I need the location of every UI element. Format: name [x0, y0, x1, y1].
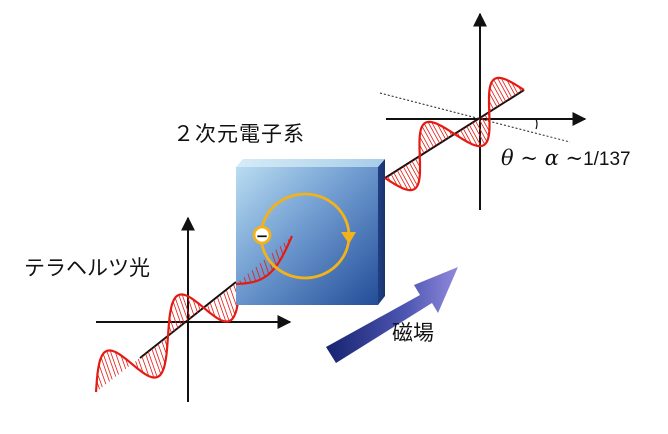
rotated-polarization-line [379, 92, 571, 143]
transmitted-wave-hatch-line [488, 92, 498, 108]
transmitted-wave-hatch-line [500, 77, 513, 98]
magnetic-field-arrow-shape [326, 267, 458, 363]
incident-wave-hatch-line [141, 356, 150, 377]
transmitted-wave-hatch-line [431, 121, 443, 142]
incident-wave-hatch-line [109, 350, 119, 375]
magnetic-field-label: 磁場 [392, 321, 434, 345]
incident-wave-hatch-line [102, 353, 113, 380]
transmitted-wave-hatch-line [408, 162, 420, 181]
sample-wave-hatch-line [279, 246, 284, 256]
transmitted-wave-hatch-line [423, 123, 437, 146]
transmitted-wave-hatch-line [462, 128, 473, 145]
transmitted-wave-hatch-line [472, 122, 486, 145]
transmitted-wave-hatch-line [402, 166, 416, 189]
incident-terahertz-wave [94, 279, 242, 393]
sample-wave-hatch-line [247, 273, 252, 283]
incident-wave-hatch-line [147, 351, 158, 378]
sample-wave-hatch-line [255, 266, 261, 280]
transmitted-wave-curve [384, 76, 525, 192]
transmitted-wave-hatch-line [506, 79, 516, 96]
sample-wave-hatch-line [251, 270, 257, 282]
incident-wave-hatch-line [213, 300, 222, 321]
incident-axes [96, 216, 292, 402]
transmitted-wave-hatch-line [393, 172, 403, 189]
transmitted-wave-hatch-line [411, 160, 421, 176]
transmitted-wave-hatch-line [466, 126, 478, 147]
transmitted-wave-hatch-line [421, 126, 434, 148]
electron-circle [252, 225, 272, 245]
theta-symbol: θ [501, 146, 514, 170]
transmitted-wave-hatch-line [436, 123, 447, 140]
rotation-angle-arc [535, 118, 538, 130]
incident-wave-hatch-line [209, 302, 216, 317]
incident-wave-hatch-line [157, 343, 166, 364]
transmitted-wave-hatch-line [493, 79, 507, 102]
incident-wave-hatch-line [114, 351, 123, 372]
sample-wave-hatch-line [259, 263, 266, 278]
incident-wave-hatch-line [192, 299, 199, 314]
transmitted-wave-hatch-line [420, 131, 431, 150]
electron-marker: − [252, 225, 272, 245]
transmitted-wave-hatch-line [489, 87, 501, 106]
sample-wave-curve [236, 235, 293, 286]
transmitted-wave-hatch-line [491, 82, 504, 104]
alpha-symbol: α [544, 146, 559, 170]
incident-wave-hatch-line [145, 353, 155, 378]
incident-wave-hatch-line [174, 297, 185, 324]
fine-structure-value: 1/137 [583, 149, 631, 170]
transmitted-wave-hatch-line [396, 170, 409, 191]
incident-wave-hatch-line [154, 346, 164, 371]
incident-wave-hatch-line [223, 292, 234, 319]
tilde-1: ~ [513, 146, 545, 170]
transmitted-wave-hatch-line [460, 130, 468, 142]
incident-wave-hatch-line [178, 294, 189, 321]
incident-wave-curve [94, 279, 242, 393]
rotation-angle-label: θ ~ α ~1/137 [501, 146, 631, 170]
magnetic-field-arrow [326, 267, 458, 363]
electron-icon: − [256, 227, 269, 245]
transmitted-wave-hatch-line [511, 82, 519, 94]
incident-wave-hatch-line [98, 364, 107, 385]
two-dim-electron-system-label: ２次元電子系 [173, 122, 305, 146]
incident-wave-hatch-line [151, 348, 162, 375]
transmitted-wave-hatch-line [478, 118, 489, 137]
incident-wave-hatch-line [181, 294, 191, 319]
transmitted-wave-hatch-line [419, 136, 428, 152]
transmitted-wave-hatch-line [427, 121, 441, 144]
transmitted-wave-hatch-line [468, 124, 482, 147]
terahertz-light-label: テラヘルツ光 [24, 256, 150, 280]
transmitted-wave-hatch-line [390, 174, 398, 186]
incident-wave-hatch-line [186, 295, 195, 316]
transmitted-axes [379, 12, 587, 210]
transmitted-wave-hatch-line [497, 77, 510, 100]
sample-wave-hatch-line [271, 252, 277, 266]
incident-wave-hatch-line [229, 287, 238, 308]
incident-wave-hatch-line [137, 358, 144, 373]
transmitted-wave-hatch-line [405, 164, 418, 186]
sample-top-face [236, 159, 385, 167]
incident-wave-hatch-line [172, 301, 182, 326]
sample-wave-hatch-line [275, 249, 281, 261]
transmitted-wave-hatch-line [475, 120, 488, 142]
incident-wave-hatch-line [217, 297, 227, 322]
incident-wave-hatch-line [120, 355, 127, 370]
sample-side-face [378, 159, 385, 305]
orbit-direction-arrowhead [341, 232, 356, 244]
incident-wave-hatch-line [226, 290, 236, 315]
transmitted-terahertz-wave [384, 76, 525, 192]
sample-wave-hatch-line [263, 259, 270, 275]
tilde-2: ~ [558, 146, 584, 170]
transmitted-wave-hatch-line [481, 116, 490, 132]
incident-wave-hatch-line [106, 350, 117, 377]
incident-wave-hatch-line [170, 308, 179, 329]
incident-wave-hatch-line [219, 295, 230, 322]
transmitted-wave-hatch-line [399, 168, 412, 191]
transmitted-wave-hatch-line [441, 126, 449, 138]
incident-wave-hatch-line [100, 357, 110, 382]
